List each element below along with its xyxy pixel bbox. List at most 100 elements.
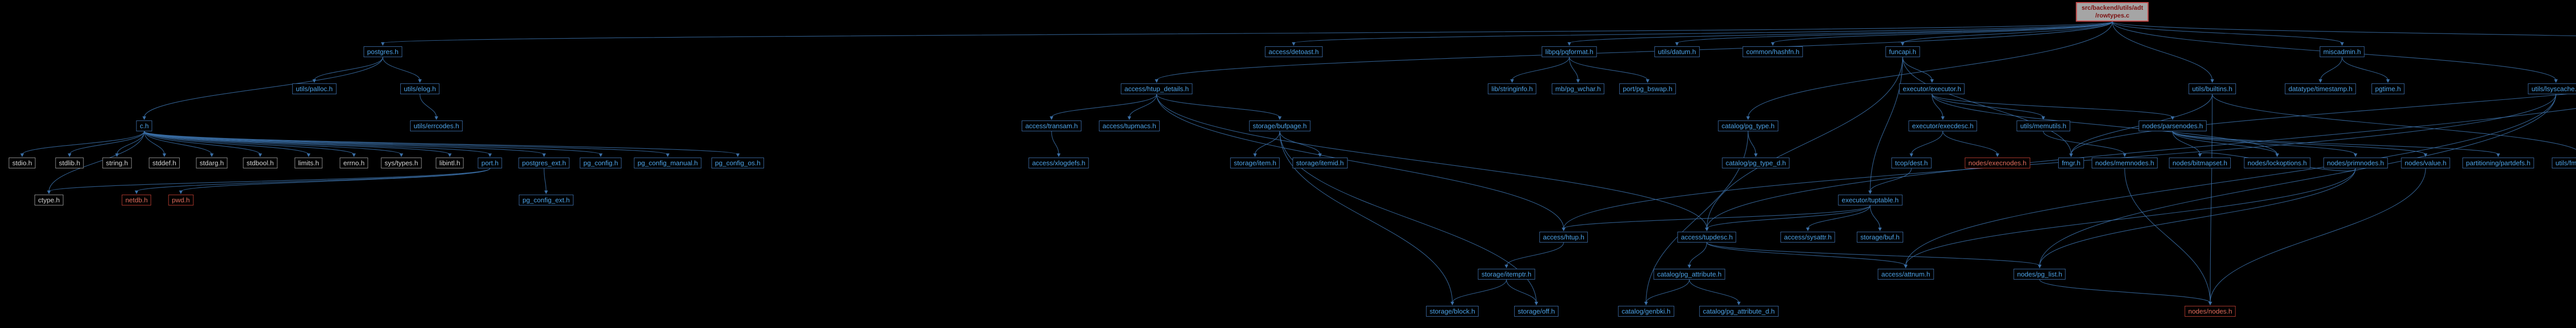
graph-node-port[interactable]: port.h	[478, 158, 502, 168]
graph-node-dest[interactable]: tcop/dest.h	[1891, 158, 1931, 168]
graph-node-stringinfo[interactable]: lib/stringinfo.h	[1487, 83, 1537, 94]
include-edge-pgattribute-pgattributed	[1689, 279, 1739, 303]
graph-node-nodes[interactable]: nodes/nodes.h	[2184, 306, 2236, 317]
include-edge-arrowhead	[599, 153, 603, 157]
graph-node-pgconfigmanual[interactable]: pg_config_manual.h	[634, 158, 702, 168]
include-edge-arrowhead	[381, 42, 385, 46]
graph-node-xlogdefs[interactable]: access/xlogdefs.h	[1028, 158, 1089, 168]
graph-node-attnum[interactable]: access/attnum.h	[1877, 269, 1934, 280]
graph-node-pgtyped[interactable]: catalog/pg_type_d.h	[1722, 158, 1790, 168]
include-edge-arrowhead	[544, 191, 548, 194]
include-edge-arrowhead	[542, 153, 546, 157]
include-edge-executor-execdesc	[1931, 94, 1943, 118]
graph-node-fmgr[interactable]: fmgr.h	[2058, 158, 2084, 168]
graph-node-ch[interactable]: c.h	[136, 120, 152, 131]
graph-node-transam[interactable]: access/transam.h	[1022, 120, 1081, 131]
graph-node-miscadmin[interactable]: miscadmin.h	[2319, 46, 2365, 57]
graph-node-pgattributed[interactable]: catalog/pg_attribute_d.h	[1699, 306, 1778, 317]
graph-node-pwd[interactable]: pwd.h	[168, 195, 194, 205]
graph-node-lockoptions[interactable]: nodes/lockoptions.h	[2244, 158, 2311, 168]
graph-node-sysattr[interactable]: access/sysattr.h	[1780, 232, 1836, 243]
include-edge-builtins-fmgrprotos	[2212, 94, 2576, 150]
graph-node-elog[interactable]: utils/elog.h	[400, 83, 440, 94]
include-edge-parsenodes-value	[2172, 131, 2426, 155]
graph-node-off[interactable]: storage/off.h	[1514, 306, 1559, 317]
graph-node-block[interactable]: storage/block.h	[1426, 306, 1479, 317]
graph-node-pqformat[interactable]: libpq/pqformat.h	[1541, 46, 1597, 57]
graph-node-netdb[interactable]: netdb.h	[122, 195, 151, 205]
graph-node-primnodes[interactable]: nodes/primnodes.h	[2323, 158, 2388, 168]
graph-node-tuptable[interactable]: executor/tuptable.h	[1838, 195, 1903, 205]
graph-node-pgwchar[interactable]: mb/pg_wchar.h	[1551, 83, 1605, 94]
graph-root-node: src/backend/utils/adt /rowtypes.c	[2076, 2, 2149, 22]
graph-node-itemptr[interactable]: storage/itemptr.h	[1478, 269, 1535, 280]
graph-node-genbki[interactable]: catalog/genbki.h	[1618, 306, 1674, 317]
include-edge-arrowhead	[434, 116, 438, 120]
include-edge-arrowhead	[134, 191, 139, 194]
graph-node-funcapi[interactable]: funcapi.h	[1885, 46, 1920, 57]
graph-node-htup[interactable]: access/htup.h	[1539, 232, 1588, 243]
include-edge-pgtype-pgtyped	[1748, 131, 1756, 155]
include-edge-ch-pgconfigmanual	[144, 131, 668, 155]
graph-node-tupmacs[interactable]: access/tupmacs.h	[1098, 120, 1160, 131]
include-edge-port-pwd	[180, 168, 490, 192]
graph-node-pgconfigext[interactable]: pg_config_ext.h	[519, 195, 573, 205]
include-edge-arrowhead	[1737, 302, 1741, 305]
graph-node-htupdetails[interactable]: access/htup_details.h	[1121, 83, 1193, 94]
graph-node-limits: limits.h	[294, 158, 323, 168]
include-edge-funcapi-fmgr	[1902, 57, 2072, 155]
graph-node-pgattribute[interactable]: catalog/pg_attribute.h	[1653, 269, 1725, 280]
graph-node-errcodes[interactable]: utils/errcodes.h	[410, 120, 463, 131]
graph-node-execnodes[interactable]: nodes/execnodes.h	[1964, 158, 2030, 168]
graph-node-value[interactable]: nodes/value.h	[2401, 158, 2450, 168]
include-edge-tuptable-buf	[1870, 205, 1880, 229]
include-edge-tupdesc-pgattribute	[1689, 242, 1707, 266]
graph-node-lsyscache[interactable]: utils/lsyscache.h	[2528, 83, 2576, 94]
graph-node-parsenodes[interactable]: nodes/parsenodes.h	[2139, 120, 2207, 131]
graph-node-memnodes[interactable]: nodes/memnodes.h	[2091, 158, 2158, 168]
graph-node-detoast[interactable]: access/detoast.h	[1265, 46, 1323, 57]
graph-node-builtins[interactable]: utils/builtins.h	[2188, 83, 2236, 94]
include-edge-memnodes-nodes	[2124, 168, 2211, 303]
include-edge-ch-stdarg	[144, 131, 212, 155]
include-edge-arrowhead	[2424, 153, 2428, 157]
include-edge-lsyscache-pglist	[2039, 94, 2556, 266]
include-edge-arrowhead	[1687, 265, 1691, 268]
include-edge-pqformat-bswap	[1569, 57, 1648, 81]
graph-node-buf[interactable]: storage/buf.h	[1857, 232, 1903, 243]
graph-node-pgconfig[interactable]: pg_config.h	[580, 158, 622, 168]
include-edge-execdesc-dest	[1911, 131, 1943, 155]
graph-node-item[interactable]: storage/item.h	[1230, 158, 1280, 168]
graph-node-postgres[interactable]: postgres.h	[363, 46, 402, 57]
graph-node-pglist[interactable]: nodes/pg_list.h	[2013, 269, 2066, 280]
graph-node-partdefs[interactable]: partitioning/partdefs.h	[2462, 158, 2534, 168]
graph-node-bitmapset[interactable]: nodes/bitmapset.h	[2168, 158, 2231, 168]
include-edge-tuptable-sysattr	[1807, 205, 1871, 229]
graph-node-fmgrprotos[interactable]: utils/fmgrprotos.h	[2552, 158, 2576, 168]
graph-node-bswap[interactable]: port/pg_bswap.h	[1619, 83, 1676, 94]
graph-node-hashfn[interactable]: common/hashfn.h	[1742, 46, 1803, 57]
graph-node-palloc[interactable]: utils/palloc.h	[292, 83, 336, 94]
include-edge-parsenodes-primnodes	[2172, 131, 2356, 155]
include-edge-postgres-palloc	[314, 57, 383, 81]
include-edge-bufpage-item	[1255, 131, 1280, 155]
include-edge-arrowhead	[1562, 228, 1566, 231]
graph-node-execdesc[interactable]: executor/execdesc.h	[1908, 120, 1977, 131]
graph-node-tupdesc[interactable]: access/tupdesc.h	[1677, 232, 1737, 243]
include-edge-miscadmin-timestamp	[2320, 57, 2343, 81]
graph-node-bufpage[interactable]: storage/bufpage.h	[1249, 120, 1311, 131]
include-edge-rowtypes-datum	[1676, 21, 2113, 44]
graph-node-pgtime[interactable]: pgtime.h	[2371, 83, 2404, 94]
include-edge-htupdetails-tupdesc	[1156, 94, 1707, 229]
graph-node-pgtype[interactable]: catalog/pg_type.h	[1718, 120, 1778, 131]
graph-node-executor[interactable]: executor/executor.h	[1899, 83, 1965, 94]
graph-node-memutils[interactable]: utils/memutils.h	[2016, 120, 2070, 131]
include-edge-arrowhead	[2554, 79, 2558, 83]
graph-node-timestamp[interactable]: datatype/timestamp.h	[2284, 83, 2357, 94]
graph-node-pgconfigos[interactable]: pg_config_os.h	[711, 158, 765, 168]
include-edge-arrowhead	[1253, 153, 1257, 157]
graph-node-postgresext[interactable]: postgres_ext.h	[518, 158, 570, 168]
graph-node-itemid[interactable]: storage/itemid.h	[1292, 158, 1348, 168]
graph-node-datum[interactable]: utils/datum.h	[1654, 46, 1700, 57]
